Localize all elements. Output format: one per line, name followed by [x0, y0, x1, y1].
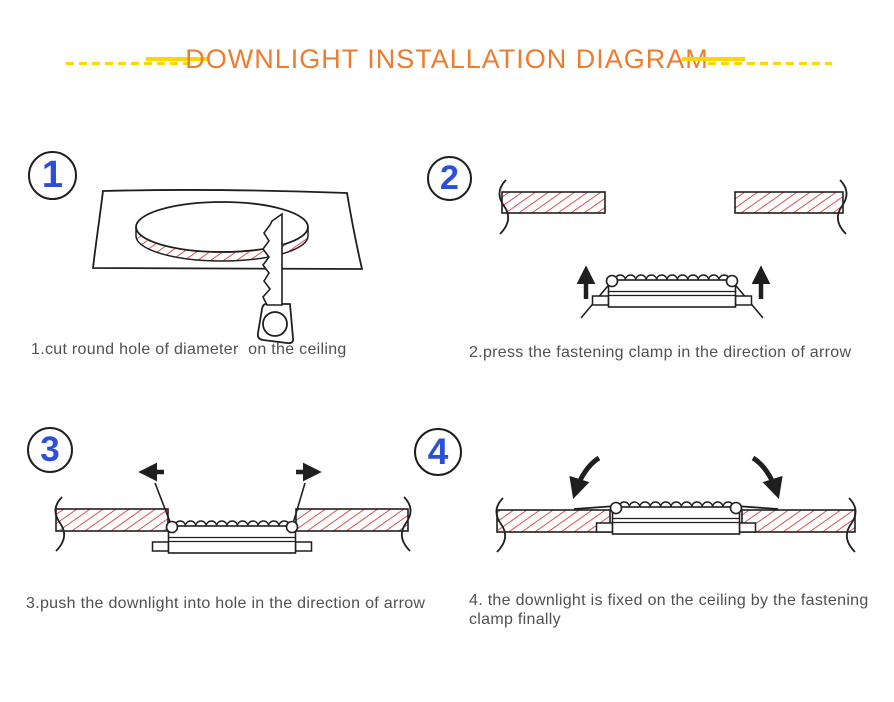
title-line-left [146, 57, 209, 61]
ceiling-section-left [55, 508, 169, 532]
break-line-right [836, 179, 848, 235]
step2-number-badge: 2 [427, 156, 472, 201]
step4-illustration [495, 455, 857, 553]
step3-number-badge: 3 [27, 427, 73, 473]
break-line-left [54, 496, 66, 552]
ceiling-section-left [496, 509, 611, 533]
step3-caption: 3.push the downlight into hole in the di… [26, 595, 426, 612]
curved-down-arrow-icon-right [751, 455, 783, 500]
spring-arm-left [573, 505, 617, 510]
break-line-left [495, 497, 507, 553]
page-title: DOWNLIGHT INSTALLATION DIAGRAM [185, 44, 709, 74]
saw-handle-hole [262, 311, 288, 337]
break-line-right [400, 496, 412, 552]
spring-arm-left [154, 482, 173, 528]
step2-caption: 2.press the fastening clamp in the direc… [469, 344, 852, 361]
step1-illustration [91, 189, 364, 345]
step1-caption: 1.cut round hole of diameter on the ceil… [31, 341, 347, 358]
ceiling-section-right [741, 509, 856, 533]
title-dashes-right [708, 62, 832, 65]
spring-arm-right [735, 505, 779, 510]
break-line-left [498, 179, 510, 235]
ceiling-section-left [501, 191, 606, 214]
curved-down-arrow-icon-left [569, 455, 601, 500]
step4-caption: 4. the downlight is fixed on the ceiling… [469, 592, 869, 628]
break-line-right [845, 497, 857, 553]
spring-arm-right [291, 482, 306, 528]
step1-number-badge: 1 [28, 151, 77, 200]
step2-illustration [498, 179, 848, 319]
step4-number-badge: 4 [414, 428, 462, 476]
title-dashes-left [66, 62, 190, 65]
ceiling-section-right [295, 508, 409, 532]
ceiling-section-right [734, 191, 844, 214]
title-line-right [682, 57, 745, 61]
saw-blade-icon [262, 212, 283, 306]
step3-illustration [54, 462, 412, 554]
